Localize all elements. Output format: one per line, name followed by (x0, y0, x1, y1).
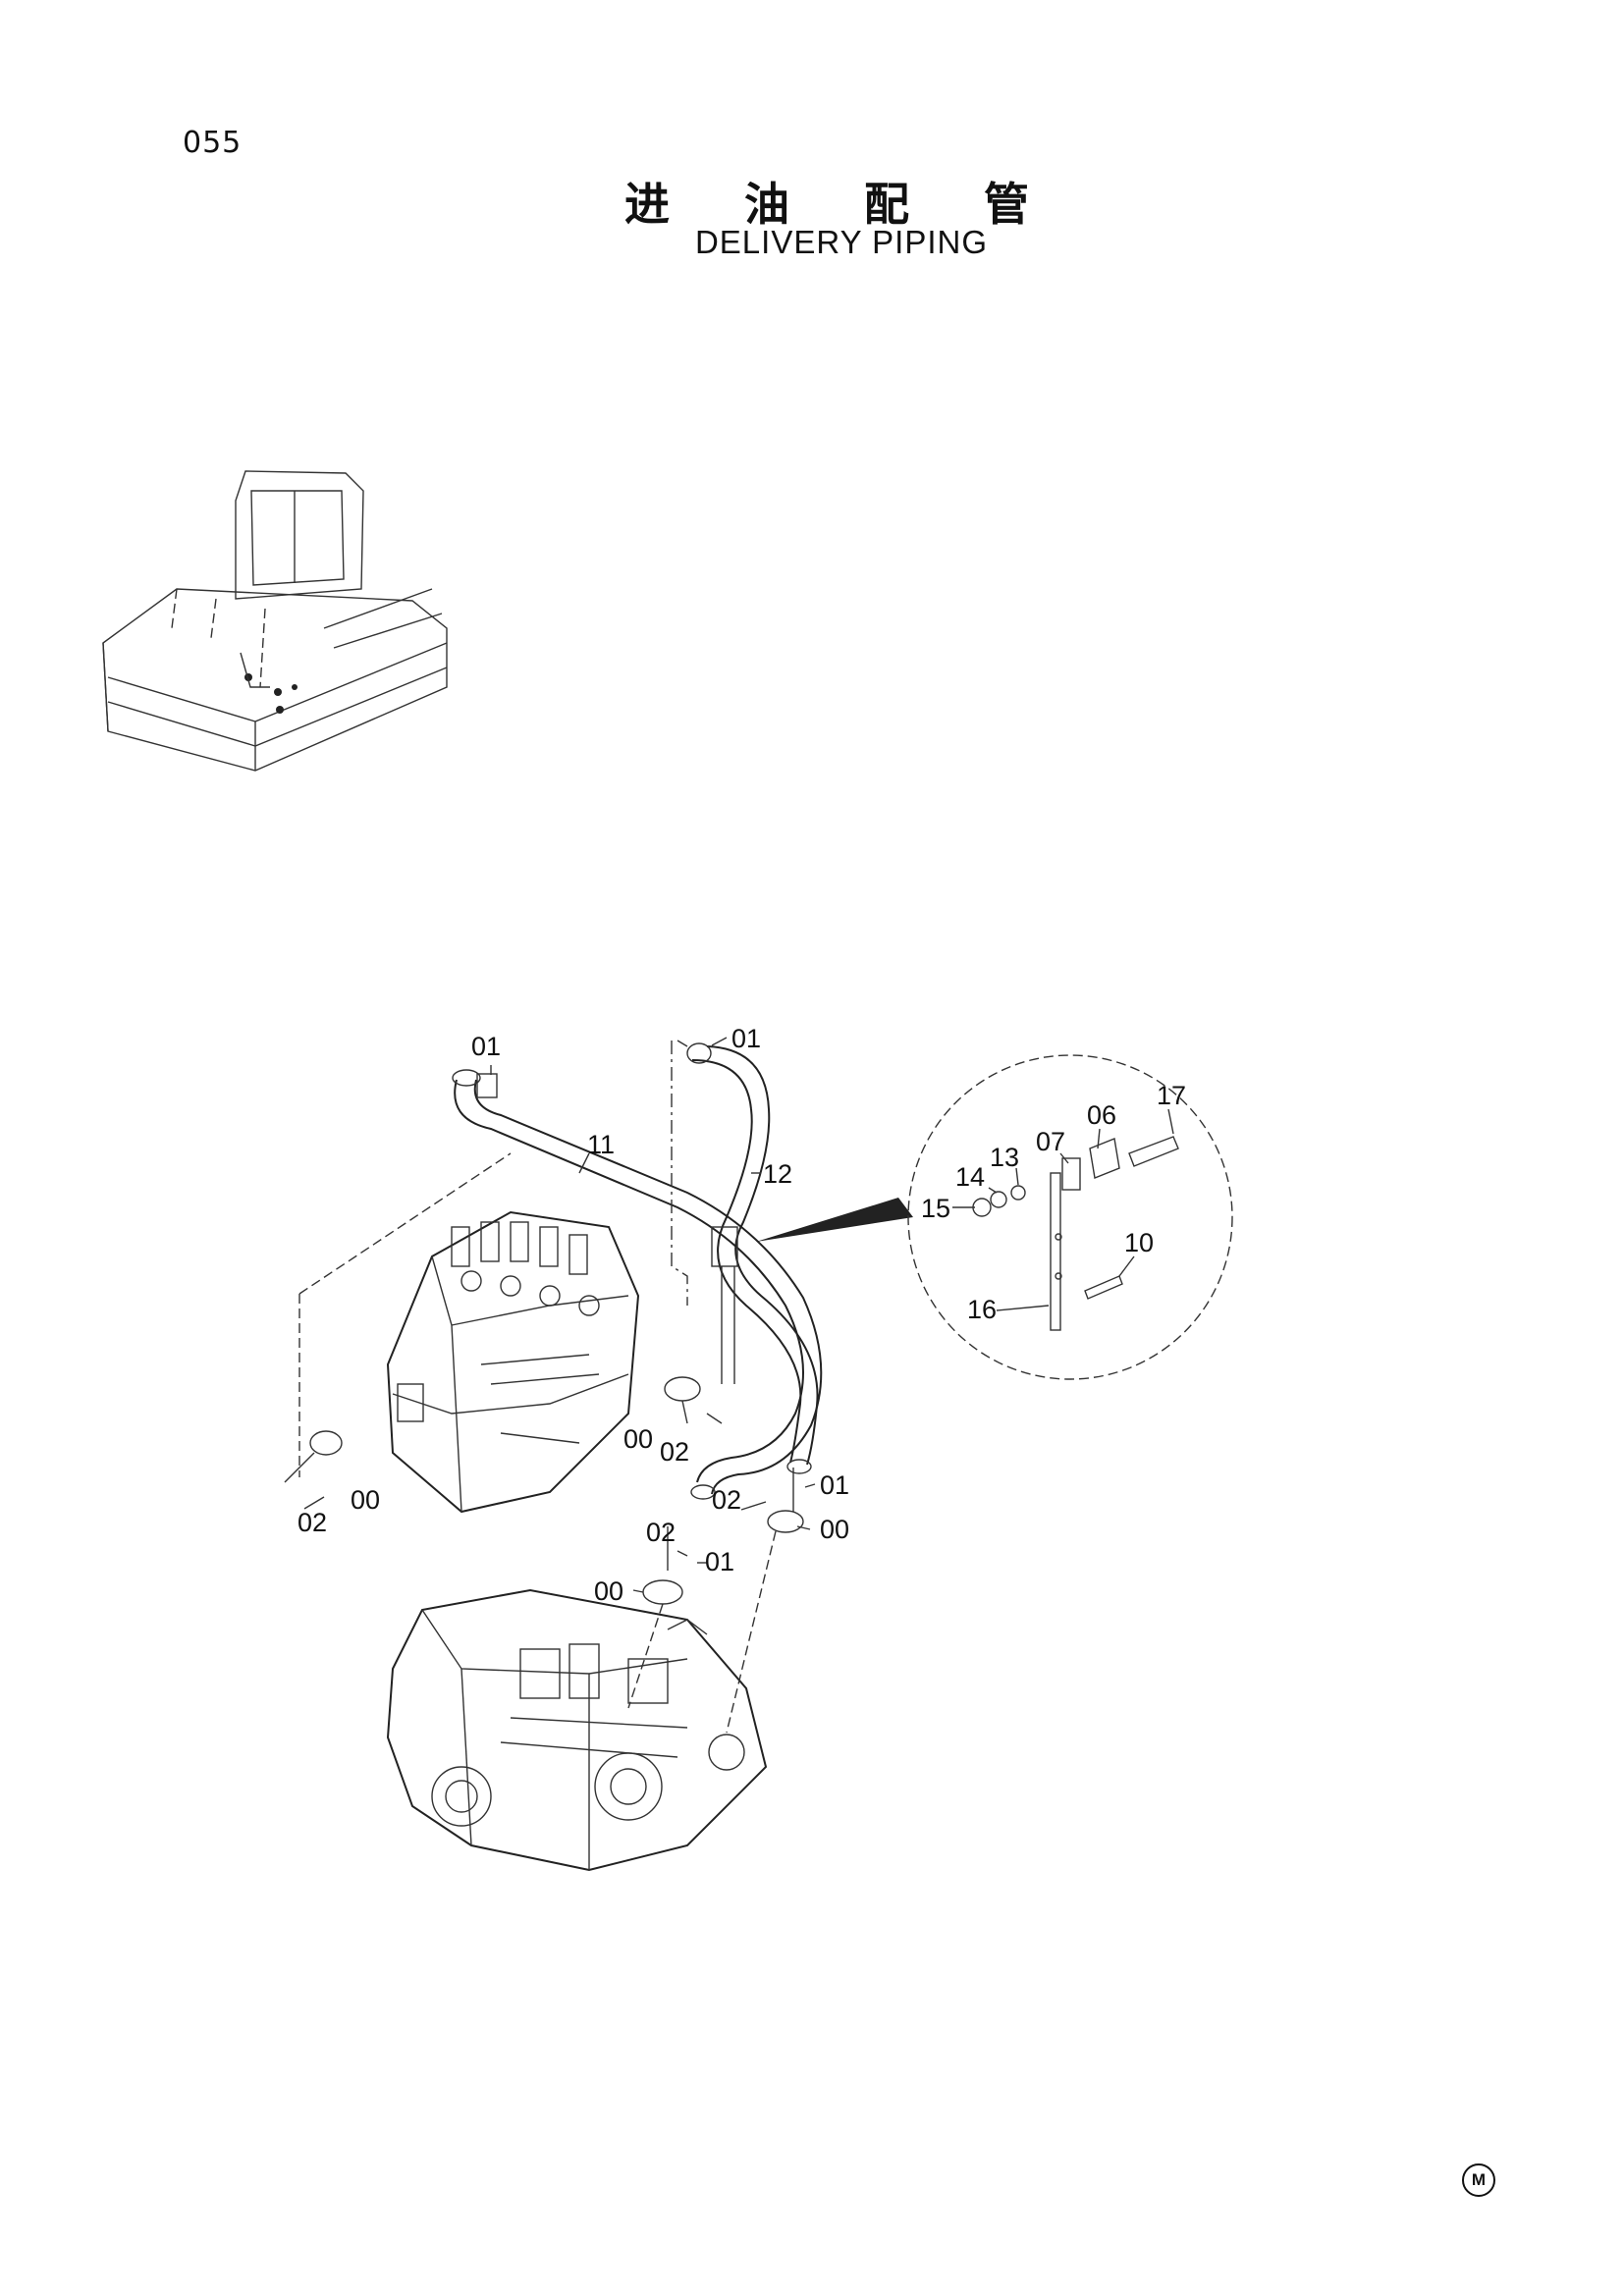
callout-10: 10 (1124, 1228, 1154, 1257)
callout-16: 16 (967, 1295, 997, 1324)
callout-00-pump-right: 00 (820, 1515, 849, 1544)
title-english: DELIVERY PIPING (694, 224, 989, 260)
flanges-and-bolts (284, 1376, 804, 1734)
detail-view-circle (907, 1054, 1233, 1380)
excavator-overview (102, 470, 448, 772)
hose-clamp-bracket (671, 1040, 738, 1384)
callout-02-valve-left: 02 (298, 1508, 327, 1537)
callout-11: 11 (587, 1130, 615, 1159)
detail-leader-arrow (756, 1198, 913, 1242)
callout-17: 17 (1157, 1081, 1186, 1110)
corner-m-mark: M (1462, 2163, 1495, 2197)
callout-00-valve-left: 00 (351, 1485, 380, 1515)
callout-01-hose12: 01 (731, 1024, 761, 1053)
callout-01-pump-right: 01 (820, 1470, 849, 1500)
callout-14: 14 (955, 1162, 985, 1192)
title-chinese: 进 油 配 管 (623, 178, 1059, 231)
callout-15: 15 (921, 1194, 950, 1223)
control-valve (298, 1152, 640, 1514)
page-number: 055 (183, 126, 243, 160)
callout-00-valve-right: 00 (623, 1424, 653, 1454)
callout-00-pump-left: 00 (594, 1576, 623, 1606)
callout-leaders (303, 1037, 1174, 1593)
callout-13: 13 (990, 1143, 1019, 1172)
hose-12 (686, 1042, 819, 1474)
callout-07: 07 (1036, 1127, 1065, 1156)
callout-06: 06 (1087, 1100, 1116, 1130)
callout-labels: 01 01 11 12 17 06 07 13 14 15 10 16 00 0… (298, 1024, 1186, 1606)
callout-01-hose11: 01 (471, 1032, 501, 1061)
callout-12: 12 (763, 1159, 792, 1189)
callout-02-valve-right: 02 (660, 1437, 689, 1467)
hydraulic-pump (386, 1588, 768, 1872)
callout-02-pump-right: 02 (712, 1485, 741, 1515)
callout-01-pump-left: 01 (705, 1547, 734, 1576)
callout-02-pump-left: 02 (646, 1518, 676, 1547)
